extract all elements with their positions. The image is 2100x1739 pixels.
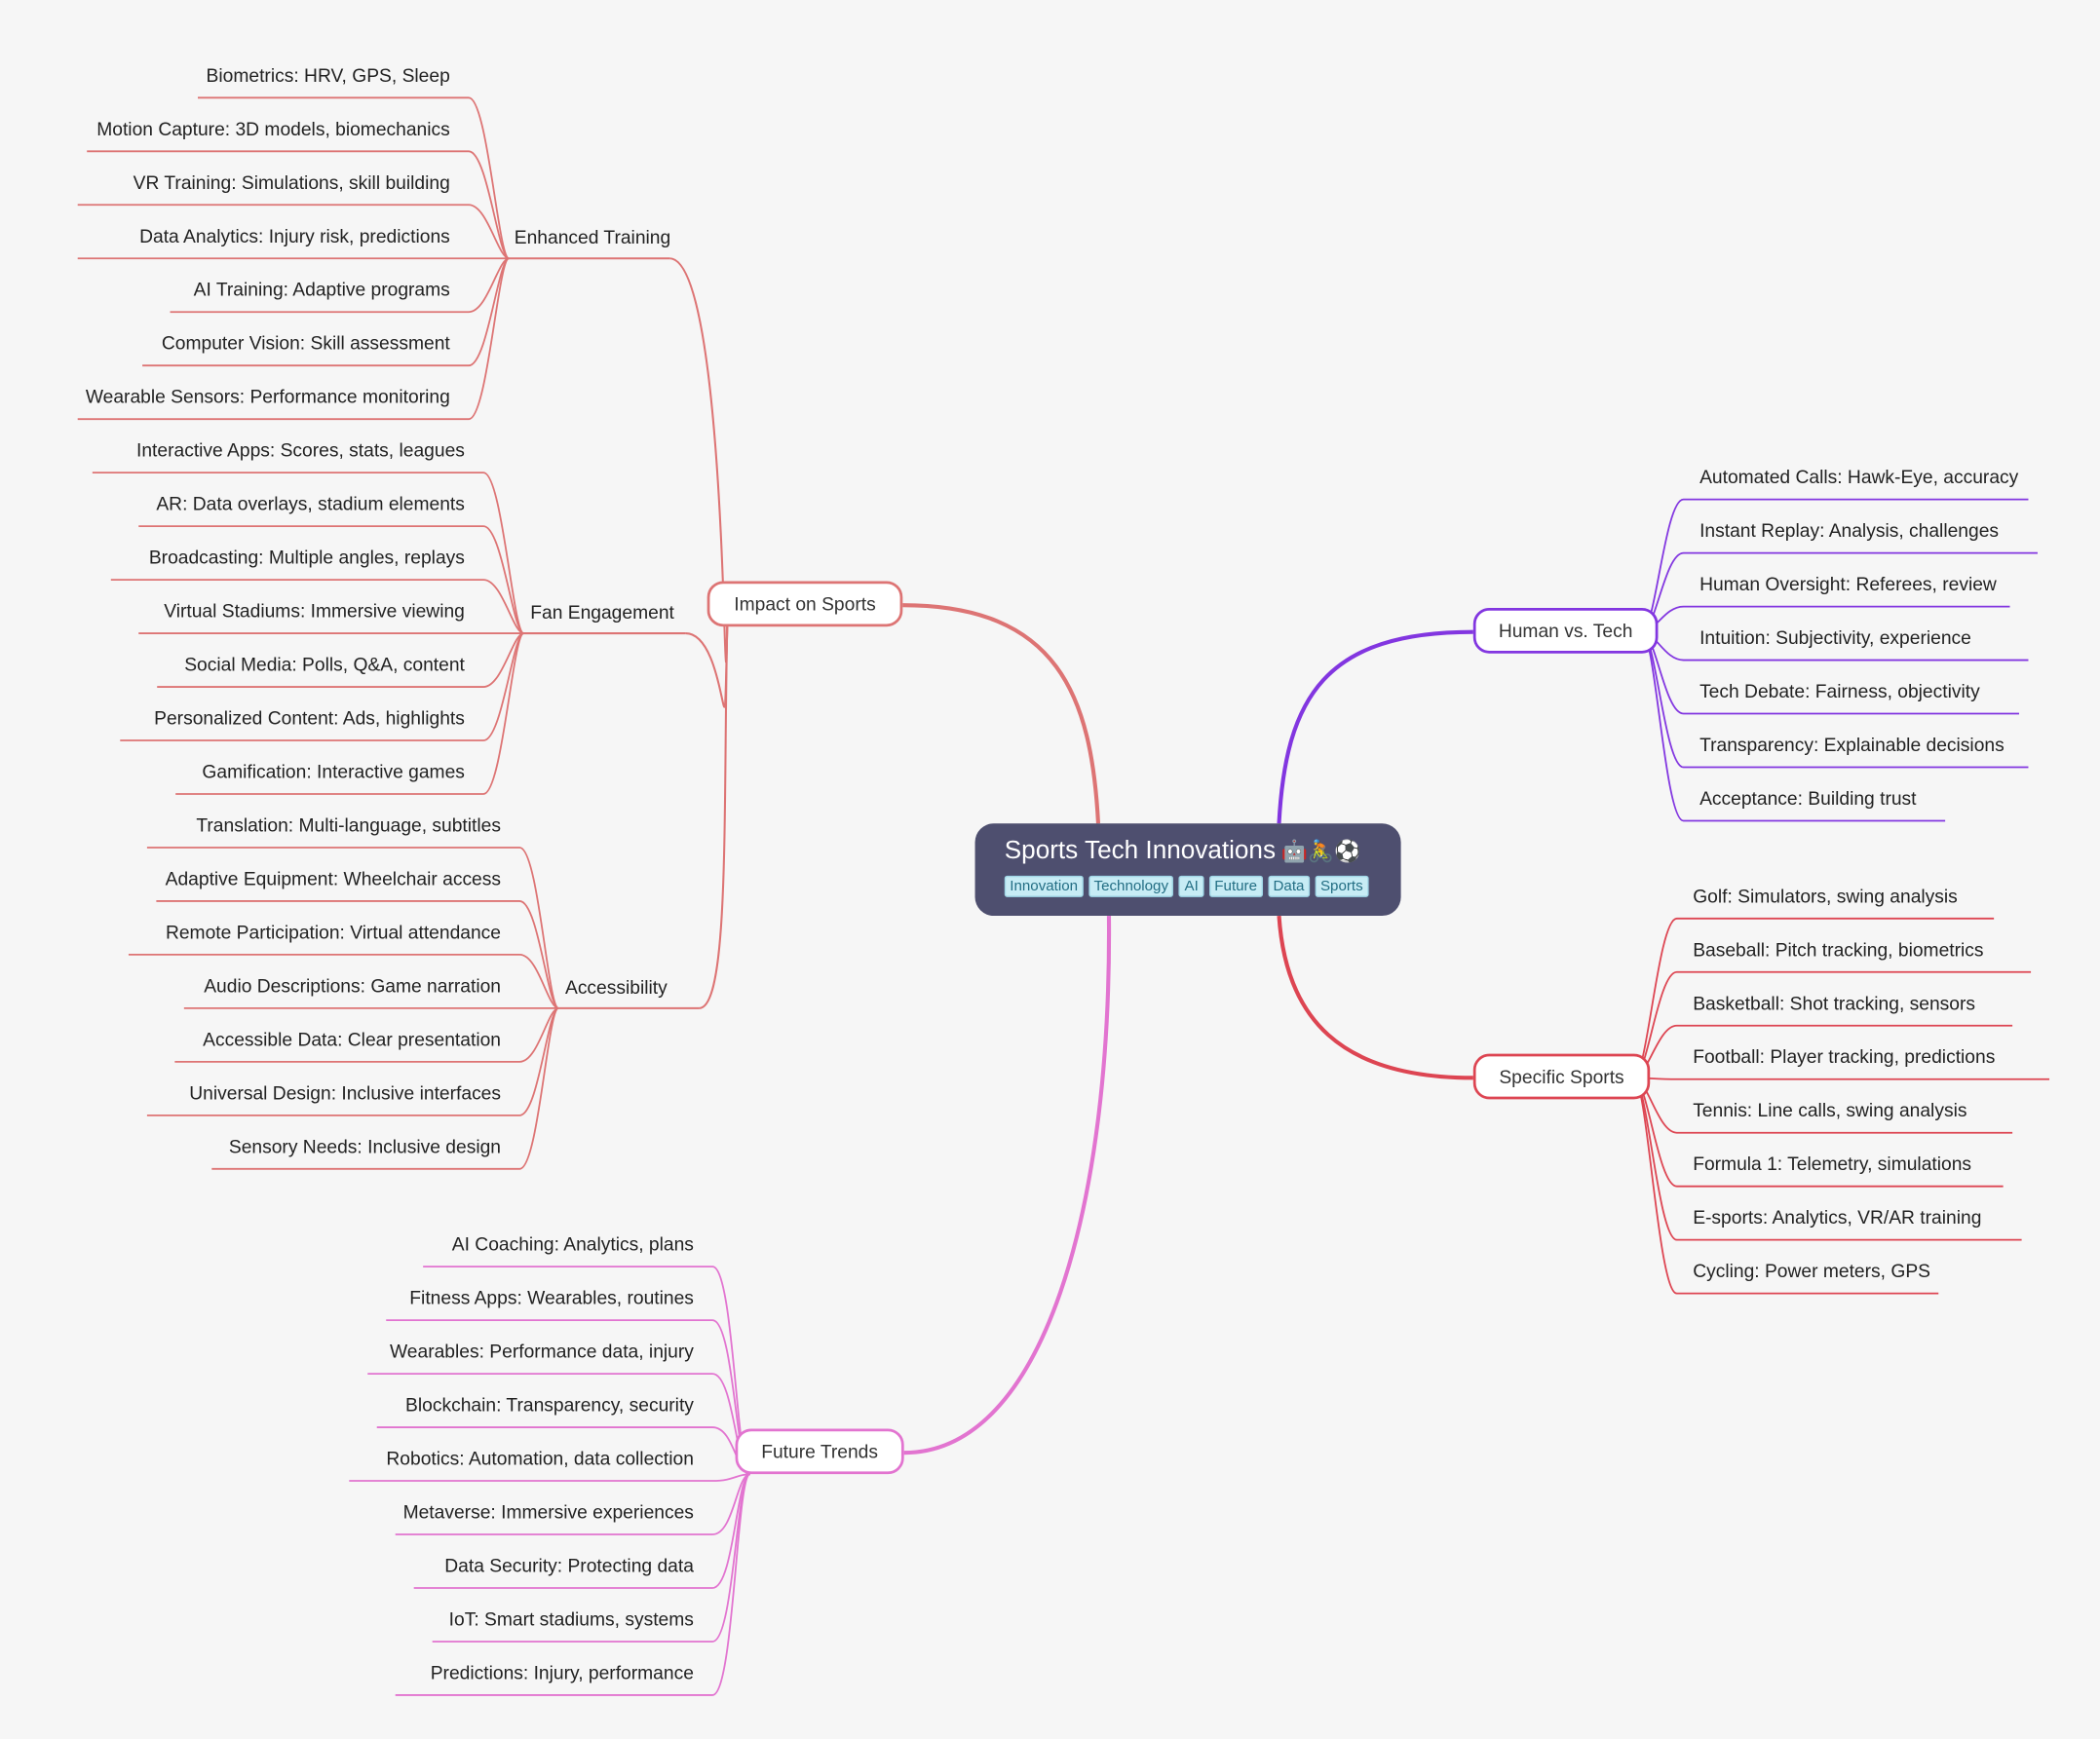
leaf-personalized-content[interactable]: Personalized Content: Ads, highlights	[154, 706, 465, 729]
leaf-predictions[interactable]: Predictions: Injury, performance	[430, 1661, 694, 1683]
leaf-virtual-stadiums[interactable]: Virtual Stadiums: Immersive viewing	[164, 599, 465, 622]
connector-root-human	[1277, 629, 1473, 824]
leaf-ai-coaching[interactable]: AI Coaching: Analytics, plans	[451, 1232, 694, 1255]
leaf-tennis[interactable]: Tennis: Line calls, swing analysis	[1693, 1099, 1967, 1121]
leaf-remote-participation[interactable]: Remote Participation: Virtual attendance	[165, 921, 502, 943]
leaf-social-media[interactable]: Social Media: Polls, Q&A, content	[184, 653, 465, 675]
connector-root-impact	[902, 603, 1101, 824]
leaf-golf[interactable]: Golf: Simulators, swing analysis	[1693, 885, 1958, 907]
connector-leaf-sensory-needs	[211, 1006, 559, 1170]
subtopic-enhanced-training[interactable]: Enhanced Training	[514, 226, 671, 248]
connector-leaf-football	[1633, 1077, 2050, 1080]
tag-future[interactable]: Future	[1208, 875, 1263, 897]
subtopic-accessibility[interactable]: Accessibility	[564, 975, 668, 998]
connector-leaf-gamification	[175, 632, 525, 795]
leaf-e-sports[interactable]: E-sports: Analytics, VR/AR training	[1693, 1206, 1982, 1229]
branch-future-trends[interactable]: Future Trends	[735, 1428, 904, 1475]
leaf-metaverse[interactable]: Metaverse: Immersive experiences	[402, 1500, 694, 1523]
connector-leaf-ai-training	[170, 257, 510, 314]
root-title: Sports Tech Innovations🤖🚴⚽	[1005, 836, 1401, 868]
leaf-universal-design[interactable]: Universal Design: Inclusive interfaces	[189, 1081, 502, 1104]
connector-leaf-social-media	[157, 632, 524, 688]
leaf-fitness-apps[interactable]: Fitness Apps: Wearables, routines	[409, 1286, 694, 1308]
connector-impact-fan	[685, 626, 729, 708]
leaf-biometrics[interactable]: Biometrics: HRV, GPS, Sleep	[206, 63, 450, 86]
tag-ai[interactable]: AI	[1179, 875, 1204, 897]
connector-leaf-accessible-data	[174, 1006, 559, 1063]
leaf-baseball[interactable]: Baseball: Pitch tracking, biometrics	[1693, 938, 1984, 961]
connector-leaf-ar	[138, 525, 525, 634]
root-node[interactable]: Sports Tech Innovations🤖🚴⚽ Innovation Te…	[974, 823, 1401, 917]
branch-impact-on-sports[interactable]: Impact on Sports	[706, 581, 903, 627]
connector-leaf-robotics	[349, 1473, 750, 1482]
leaf-computer-vision[interactable]: Computer Vision: Skill assessment	[161, 331, 450, 354]
connector-leaf-predictions	[395, 1473, 751, 1696]
connector-leaf-adaptive-equipment	[156, 900, 559, 1009]
leaf-audio-descriptions[interactable]: Audio Descriptions: Game narration	[204, 974, 502, 997]
leaf-blockchain[interactable]: Blockchain: Transparency, security	[405, 1393, 694, 1416]
leaf-intuition[interactable]: Intuition: Subjectivity, experience	[1699, 626, 1971, 649]
tag-list: Innovation Technology AI Future Data Spo…	[1004, 875, 1401, 897]
leaf-ar[interactable]: AR: Data overlays, stadium elements	[156, 492, 465, 514]
leaf-wearables[interactable]: Wearables: Performance data, injury	[389, 1340, 694, 1362]
leaf-adaptive-equipment[interactable]: Adaptive Equipment: Wheelchair access	[165, 867, 502, 889]
leaf-ai-training[interactable]: AI Training: Adaptive programs	[193, 278, 450, 300]
leaf-formula-1[interactable]: Formula 1: Telemetry, simulations	[1693, 1153, 1972, 1175]
leaf-data-security[interactable]: Data Security: Protecting data	[444, 1554, 694, 1576]
leaf-basketball[interactable]: Basketball: Shot tracking, sensors	[1693, 992, 1976, 1014]
leaf-accessible-data[interactable]: Accessible Data: Clear presentation	[203, 1028, 502, 1050]
tag-sports[interactable]: Sports	[1315, 875, 1369, 897]
connector-leaf-broadcasting	[110, 579, 524, 634]
tag-technology[interactable]: Technology	[1088, 875, 1174, 897]
leaf-sensory-needs[interactable]: Sensory Needs: Inclusive design	[228, 1135, 502, 1157]
leaf-transparency[interactable]: Transparency: Explainable decisions	[1699, 734, 2005, 756]
leaf-instant-replay[interactable]: Instant Replay: Analysis, challenges	[1699, 519, 2000, 542]
leaf-tech-debate[interactable]: Tech Debate: Fairness, objectivity	[1699, 680, 1980, 702]
leaf-interactive-apps[interactable]: Interactive Apps: Scores, stats, leagues	[135, 438, 465, 461]
leaf-football[interactable]: Football: Player tracking, predictions	[1693, 1045, 1996, 1068]
root-emoji-icons: 🤖🚴⚽	[1280, 838, 1361, 864]
leaf-data-analytics[interactable]: Data Analytics: Injury risk, predictions	[139, 224, 450, 246]
leaf-gamification[interactable]: Gamification: Interactive games	[202, 760, 465, 782]
subtopic-fan-engagement[interactable]: Fan Engagement	[530, 601, 674, 624]
branch-human-vs-tech[interactable]: Human vs. Tech	[1472, 607, 1659, 654]
leaf-automated-calls[interactable]: Automated Calls: Hawk-Eye, accuracy	[1699, 466, 2019, 488]
leaf-acceptance[interactable]: Acceptance: Building trust	[1699, 787, 1917, 810]
leaf-translation[interactable]: Translation: Multi-language, subtitles	[196, 813, 502, 836]
leaf-vr-training[interactable]: VR Training: Simulations, skill building	[133, 170, 450, 193]
connector-root-future	[903, 916, 1112, 1455]
leaf-broadcasting[interactable]: Broadcasting: Multiple angles, replays	[148, 546, 465, 568]
leaf-robotics[interactable]: Robotics: Automation, data collection	[386, 1447, 694, 1469]
tag-data[interactable]: Data	[1268, 875, 1310, 897]
root-title-text: Sports Tech Innovations	[1004, 836, 1277, 865]
connector-leaf-motion-capture	[87, 150, 511, 260]
connector-impact-access	[699, 626, 729, 1009]
connector-root-specific	[1277, 915, 1473, 1080]
leaf-motion-capture[interactable]: Motion Capture: 3D models, biomechanics	[96, 117, 450, 139]
leaf-cycling[interactable]: Cycling: Power meters, GPS	[1693, 1260, 1930, 1282]
connector-leaf-vr-training	[77, 204, 510, 260]
tag-innovation[interactable]: Innovation	[1004, 875, 1084, 897]
connector-leaf-wearable-sensors	[77, 257, 511, 421]
connector-leaf-metaverse	[395, 1473, 750, 1535]
leaf-wearable-sensors[interactable]: Wearable Sensors: Performance monitoring	[85, 385, 450, 407]
connector-leaf-remote-participation	[128, 954, 559, 1009]
leaf-human-oversight[interactable]: Human Oversight: Referees, review	[1699, 573, 1997, 595]
leaf-iot[interactable]: IoT: Smart stadiums, systems	[448, 1607, 694, 1630]
branch-specific-sports[interactable]: Specific Sports	[1472, 1053, 1651, 1100]
